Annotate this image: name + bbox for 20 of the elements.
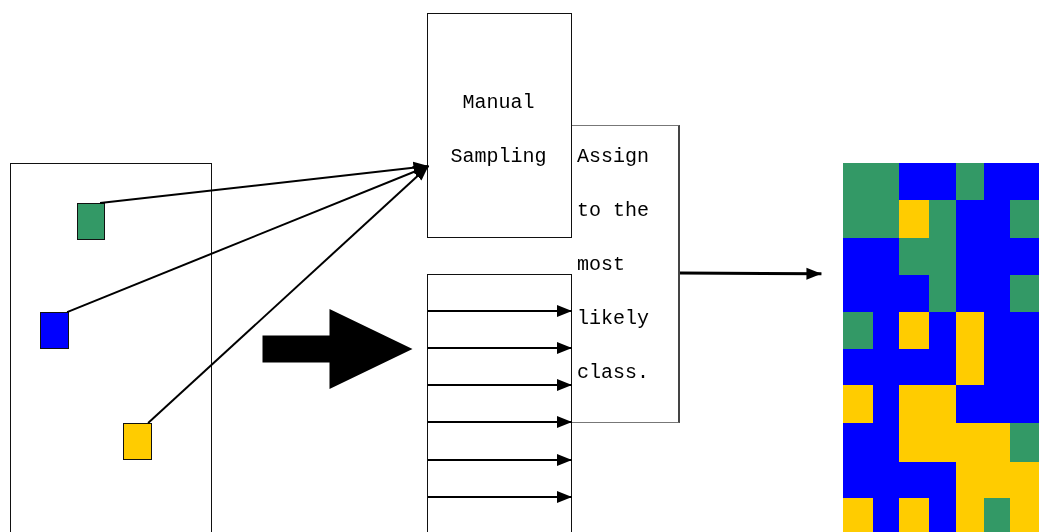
arrow [427,491,573,503]
sample-square [40,312,69,349]
block-arrow [262,309,413,390]
arrow [147,165,430,425]
arrow [426,305,573,317]
arrow [680,267,822,280]
picture [843,163,1039,532]
arrow [426,342,573,354]
sample-square [123,423,152,460]
process-box [427,13,572,238]
panel-box [427,274,572,532]
arrow [99,161,430,205]
arrow [427,454,573,466]
sample-square [77,203,105,240]
bracket-box [572,125,680,423]
box-label: Manual Sampling [449,90,548,170]
arrow [426,379,573,391]
panel-box [10,163,212,532]
arrow [426,416,573,428]
step-text: Assign to the most likely class. [577,144,650,386]
